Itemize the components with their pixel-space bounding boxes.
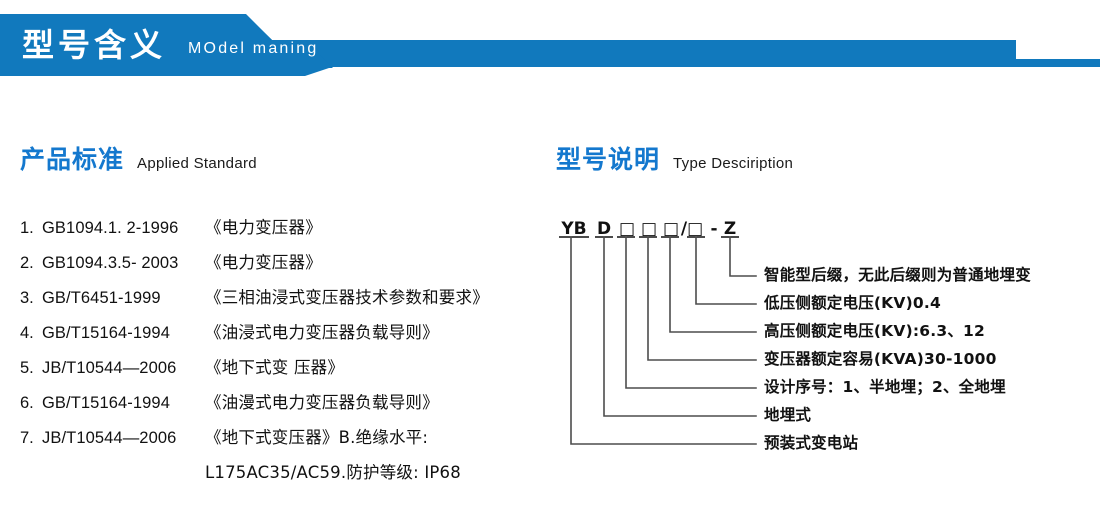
item-code: GB/T15164-1994 (42, 324, 170, 342)
item-title: 《电力变压器》 (205, 253, 322, 272)
type-heading-cn: 型号说明 (556, 145, 661, 174)
banner-title-cn: 型号含义 (22, 26, 167, 64)
list-item: 4. GB/T15164-1994 《油浸式电力变压器负载导则》 (20, 319, 550, 354)
code-token-box-1: □ (619, 219, 636, 239)
leader-lines (559, 236, 757, 445)
banner-shape (0, 14, 1100, 76)
item-number: 6. (20, 394, 34, 412)
item-number: 7. (20, 429, 34, 447)
label-lv-voltage: 低压侧额定电压(KV)0.4 (764, 294, 941, 312)
page-banner: 型号含义 MOdel maning (0, 14, 1100, 76)
continuation-text: L175AC35/AC59.防护等级: IP68 (205, 463, 461, 482)
label-suffix: 智能型后缀，无此后缀则为普通地埋变 (764, 266, 1031, 284)
item-title: 《油浸式电力变压器负载导则》 (205, 323, 439, 342)
banner-title-en: MOdel maning (188, 40, 319, 57)
label-hv-voltage: 高压侧额定电压(KV):6.3、12 (764, 322, 986, 340)
item-title: 《油漫式电力变压器负载导则》 (205, 393, 439, 412)
section-heading-standard: 产品标准 Applied Standard (20, 140, 257, 176)
applied-standard-list: 1. GB1094.1. 2-1996 《电力变压器》 2. GB1094.3.… (20, 214, 550, 499)
item-number: 3. (20, 289, 34, 307)
label-rated-capacity: 变压器额定容易(KVA)30-1000 (764, 350, 997, 368)
item-code: GB/T15164-1994 (42, 394, 170, 412)
code-token-z: Z (723, 219, 737, 239)
list-item: 7. JB/T10544—2006 《地下式变压器》B.绝缘水平: (20, 424, 550, 459)
item-number: 4. (20, 324, 34, 342)
item-title: 《地下式变 压器》 (205, 358, 345, 377)
label-substation: 预装式变电站 (764, 434, 859, 452)
list-item: 5. JB/T10544—2006 《地下式变 压器》 (20, 354, 550, 389)
list-item-continuation: L175AC35/AC59.防护等级: IP68 (20, 459, 550, 499)
model-code-diagram: YB D □ □ □ /□ - Z (556, 214, 1096, 474)
item-title: 《地下式变压器》B.绝缘水平: (205, 428, 429, 447)
code-token-yb: YB (561, 219, 587, 239)
code-token-slash-box: /□ (680, 219, 704, 239)
code-token-dash: - (710, 219, 718, 239)
item-code: GB1094.3.5- 2003 (42, 254, 179, 272)
banner-text-group: 型号含义 MOdel maning (0, 14, 1100, 76)
item-code: JB/T10544—2006 (42, 359, 177, 377)
list-item: 3. GB/T6451-1999 《三相油浸式变压器技术参数和要求》 (20, 284, 550, 319)
item-title: 《三相油浸式变压器技术参数和要求》 (205, 288, 489, 307)
list-item: 6. GB/T15164-1994 《油漫式电力变压器负载导则》 (20, 389, 550, 424)
item-number: 2. (20, 254, 34, 272)
code-token-d: D (597, 219, 612, 239)
code-token-box-2: □ (641, 219, 658, 239)
type-heading-en: Type Desciription (673, 155, 794, 172)
standard-heading-en: Applied Standard (137, 155, 257, 172)
section-heading-type: 型号说明 Type Desciription (556, 140, 793, 176)
item-code: GB/T6451-1999 (42, 289, 161, 307)
list-item: 2. GB1094.3.5- 2003 《电力变压器》 (20, 249, 550, 284)
item-number: 5. (20, 359, 34, 377)
label-design-serial: 设计序号：1、半地埋；2、全地埋 (764, 378, 1006, 396)
label-buried-type: 地埋式 (764, 406, 812, 424)
code-token-box-3: □ (663, 219, 680, 239)
item-code: GB1094.1. 2-1996 (42, 219, 179, 237)
standard-heading-cn: 产品标准 (20, 145, 125, 174)
item-title: 《电力变压器》 (205, 218, 322, 237)
item-number: 1. (20, 219, 34, 237)
item-code: JB/T10544—2006 (42, 429, 177, 447)
list-item: 1. GB1094.1. 2-1996 《电力变压器》 (20, 214, 550, 249)
